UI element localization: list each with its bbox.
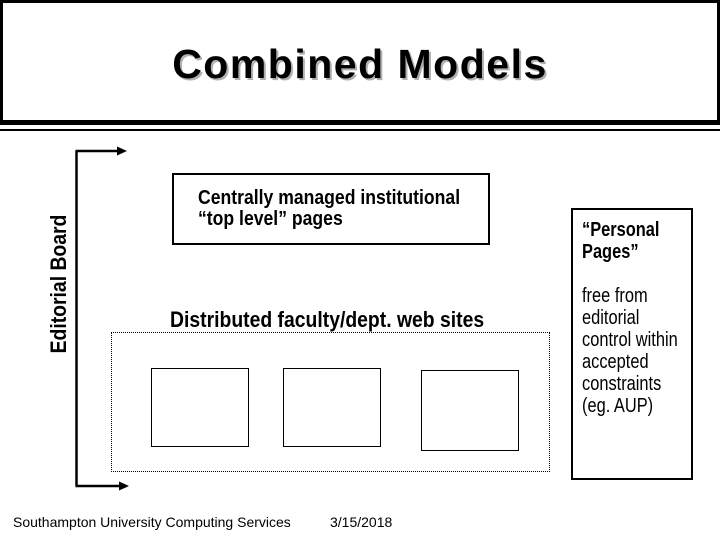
- distributed-sites-label: Distributed faculty/dept. web sites: [170, 307, 485, 332]
- page-title: Combined Models: [172, 41, 548, 87]
- bracket-arrow-top-icon: [75, 146, 127, 156]
- distributed-sites-box: [111, 332, 550, 472]
- central-pages-line2: “top level” pages: [198, 208, 343, 230]
- site-box: [421, 370, 519, 451]
- editorial-board-label: Editorial Board: [46, 214, 71, 354]
- central-pages-line1: Centrally managed institutional: [198, 187, 461, 209]
- bracket-arrow-bottom-icon: [75, 481, 129, 491]
- editorial-bracket: [75, 146, 129, 491]
- divider-line: [0, 129, 720, 131]
- central-pages-box: Centrally managed institutional “top lev…: [172, 173, 490, 245]
- personal-pages-title: “Personal Pages”: [582, 219, 660, 263]
- central-pages-text: Centrally managed institutional “top lev…: [198, 188, 460, 230]
- personal-pages-body: free from editorial control within accep…: [582, 285, 678, 417]
- footer-date: 3/15/2018: [330, 514, 393, 530]
- title-banner: [0, 0, 720, 125]
- site-box: [151, 368, 249, 447]
- personal-pages-text: “Personal Pages” free from editorial con…: [582, 219, 685, 417]
- footer-organization: Southampton University Computing Service…: [13, 514, 291, 530]
- site-box: [283, 368, 381, 447]
- personal-pages-box: “Personal Pages” free from editorial con…: [571, 208, 693, 480]
